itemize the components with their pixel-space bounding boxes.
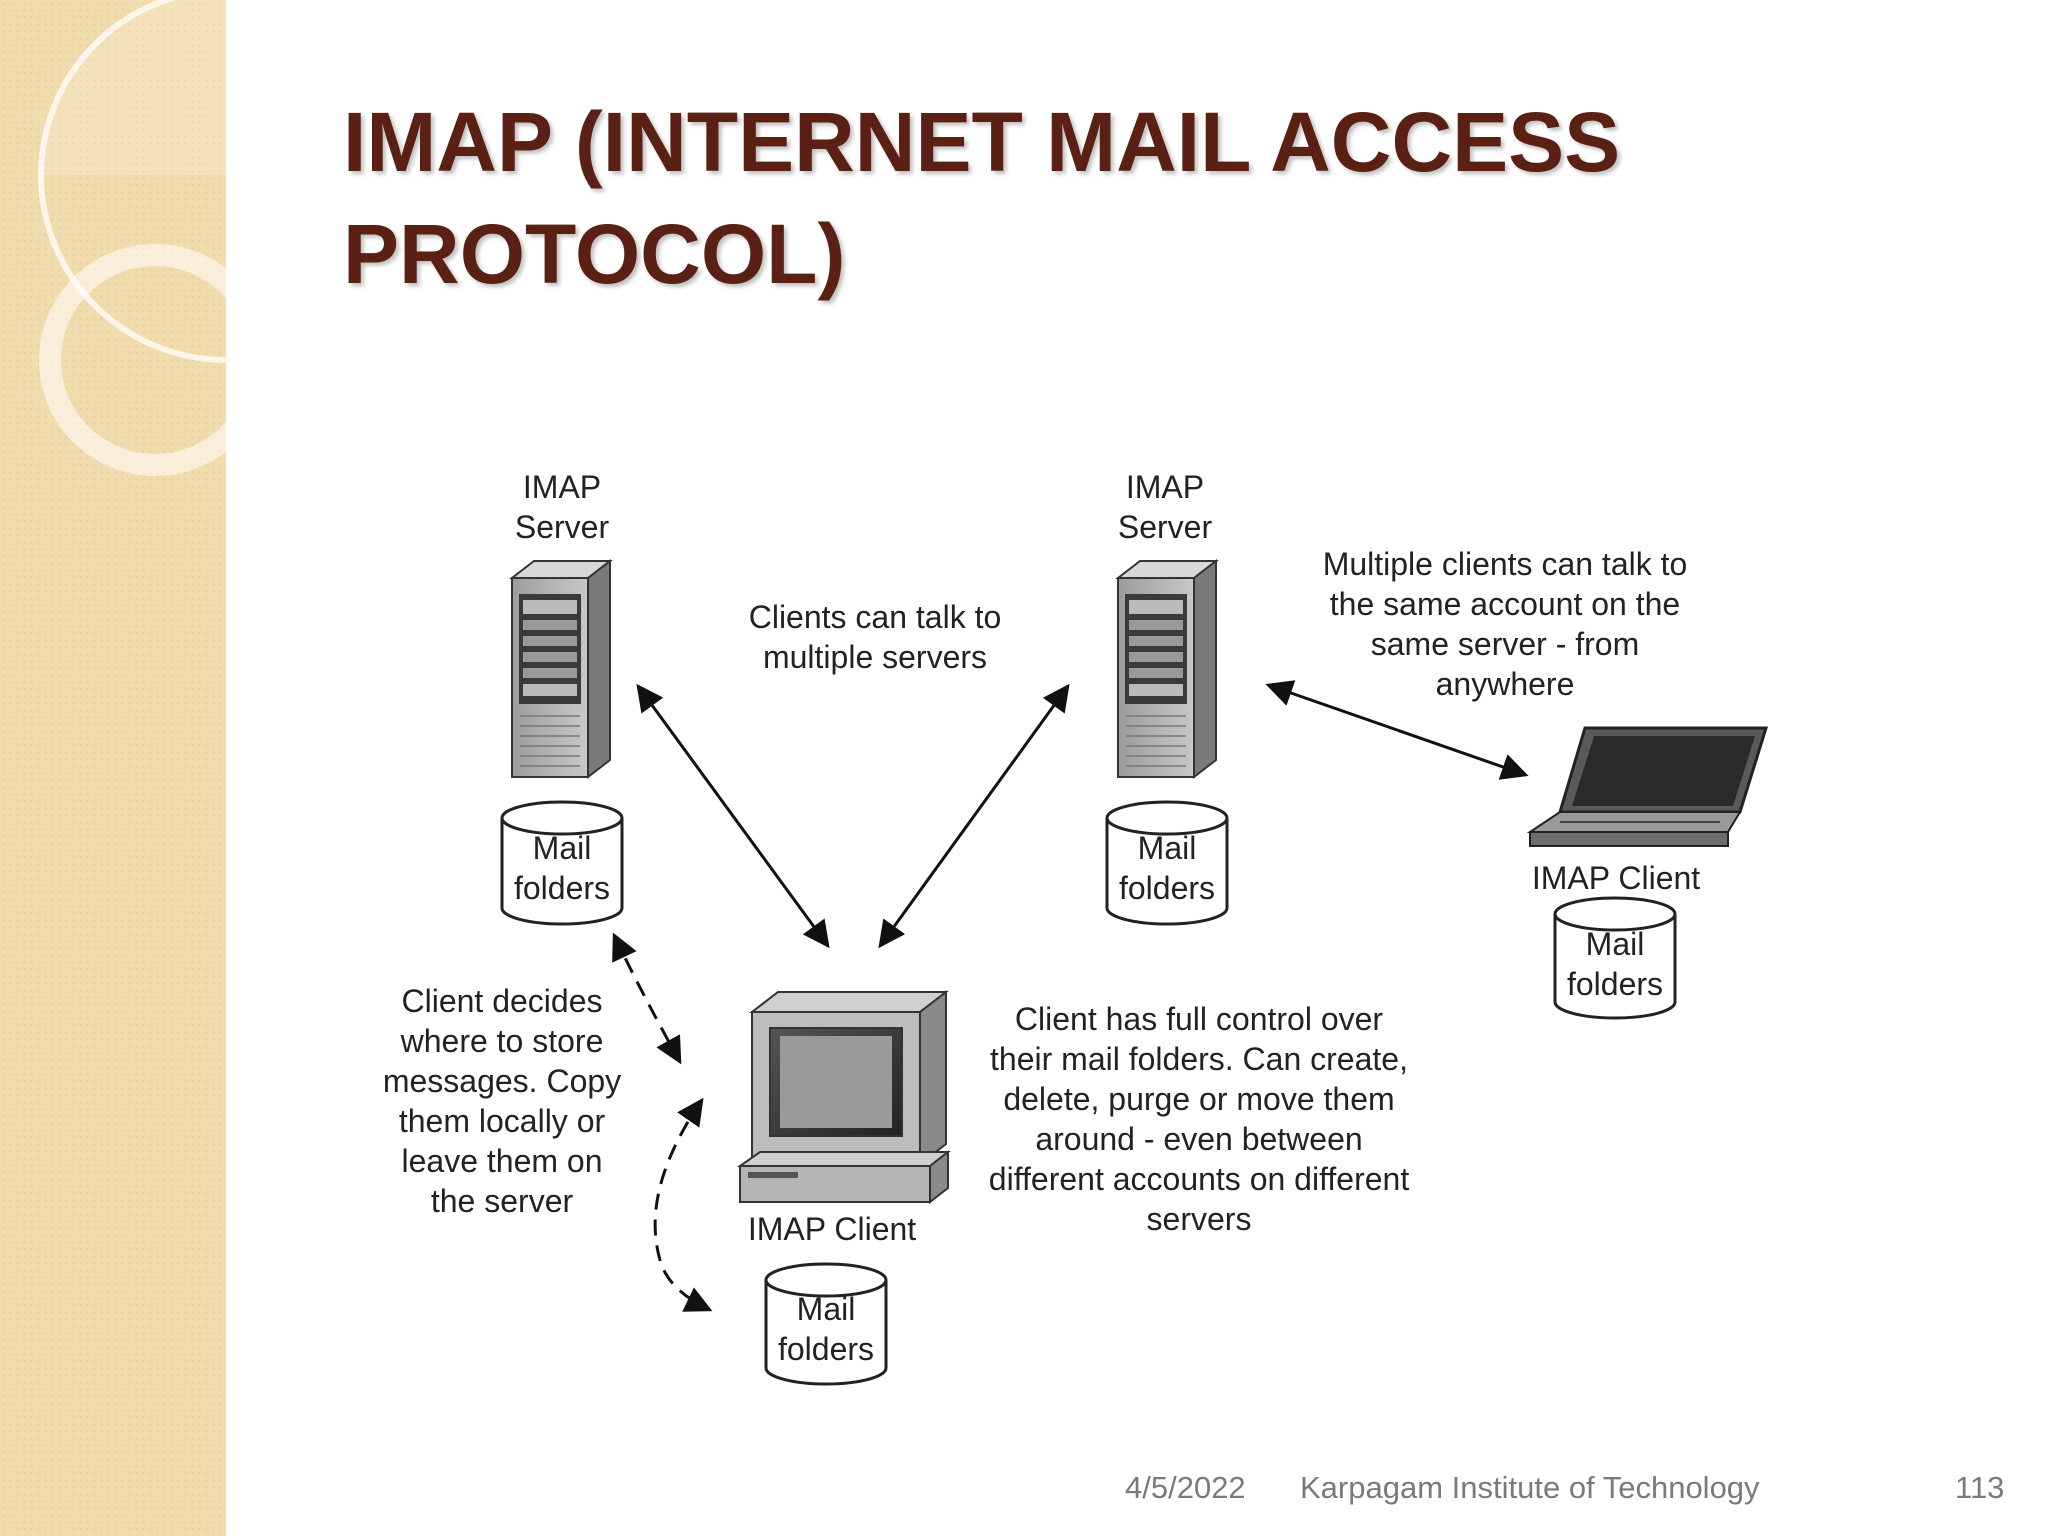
laptop-client-folders-cylinder xyxy=(1553,896,1677,1020)
dashed-arrow-server-folders-to-client xyxy=(612,932,682,1065)
server-right-label: IMAP Server xyxy=(1117,469,1213,545)
arrow-client-to-left-server xyxy=(636,683,830,949)
laptop-computer-icon xyxy=(1526,726,1769,847)
desktop-client-folders-cylinder xyxy=(764,1262,888,1386)
note-client-decides: Client decides where to store messages. … xyxy=(382,983,622,1219)
laptop-client-label: IMAP Client xyxy=(1531,860,1701,896)
laptop-client-folders-label: Mail folders xyxy=(1566,926,1664,1002)
footer-institution: Karpagam Institute of Technology xyxy=(1300,1470,1760,1505)
note-multiple-servers: Clients can talk to multiple servers xyxy=(748,599,1002,675)
footer-date: 4/5/2022 xyxy=(1125,1470,1246,1505)
note-multiple-clients: Multiple clients can talk to the same ac… xyxy=(1322,546,1688,702)
server-left-label: IMAP Server xyxy=(514,469,610,545)
server-right-folders-label: Mail folders xyxy=(1118,830,1216,906)
server-right-folders-cylinder xyxy=(1105,800,1229,926)
server-left-folders-label: Mail folders xyxy=(513,830,611,906)
desktop-computer-icon xyxy=(736,989,951,1205)
dashed-arrow-client-to-local-folders xyxy=(653,1097,713,1312)
footer-page-number: 113 xyxy=(1955,1470,2005,1505)
slide-title: IMAP (INTERNET MAIL ACCESS PROTOCOL) xyxy=(343,95,1621,301)
desktop-client-folders-label: Mail folders xyxy=(777,1291,875,1367)
decorative-side-band xyxy=(0,0,226,1536)
note-full-control: Client has full control over their mail … xyxy=(988,1001,1410,1237)
desktop-client-label: IMAP Client xyxy=(747,1211,917,1247)
server-left-folders-cylinder xyxy=(500,800,624,926)
arrow-laptop-to-right-server xyxy=(1265,680,1529,780)
server-right-icon xyxy=(1115,558,1219,780)
arrow-client-to-right-server xyxy=(878,683,1070,949)
decorative-circles xyxy=(38,0,226,476)
server-left-icon xyxy=(509,558,613,780)
